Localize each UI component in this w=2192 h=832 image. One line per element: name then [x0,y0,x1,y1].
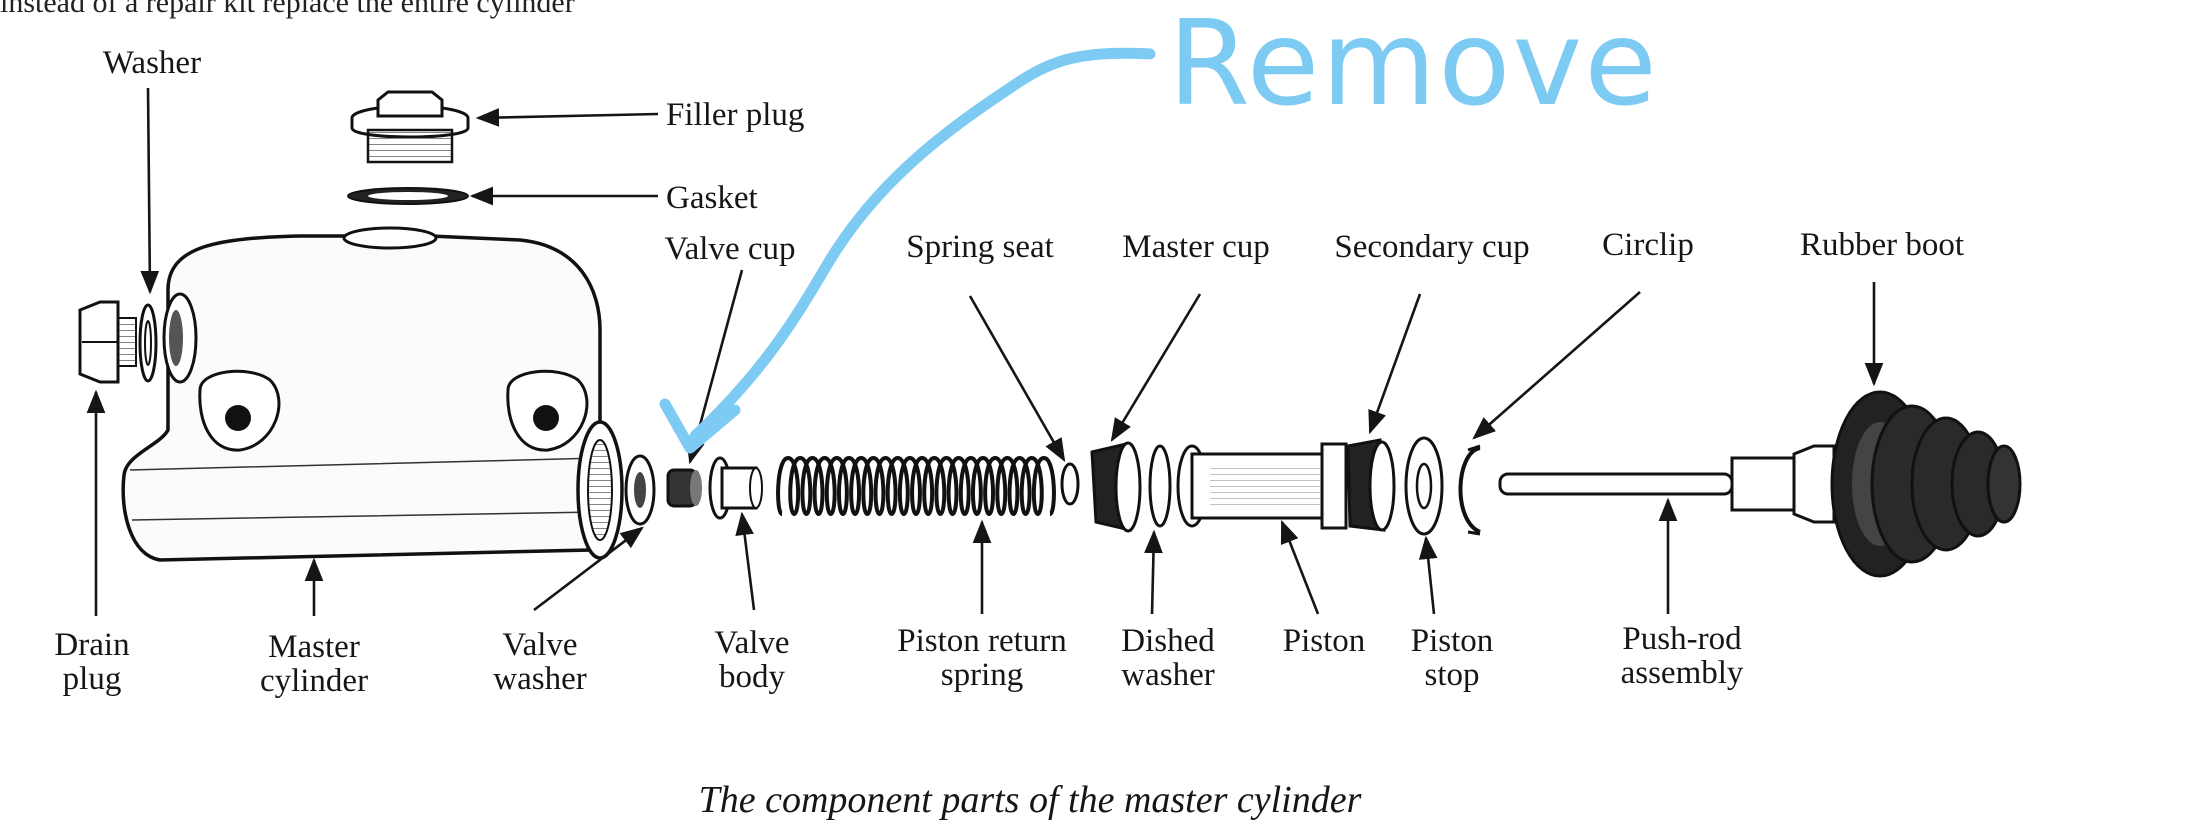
label-push-rod-assembly-line1: Push-rod [1622,621,1742,657]
spring-seat-part [1060,462,1080,506]
leader-dished-washer [1144,529,1163,615]
filler-plug-part [350,90,470,164]
label-piston-stop-line1: Piston [1410,623,1494,659]
label-valve-washer: Valve washer [493,628,586,696]
valve-cup-part [666,468,702,508]
leader-piston-stop [1418,535,1438,615]
washer-part [138,303,158,383]
drain-plug-part [78,300,137,384]
label-filler-plug: Filler plug [666,97,805,133]
label-valve-washer-line2: washer [493,661,587,697]
leader-piston [1280,519,1320,615]
label-valve-cup: Valve cup [664,231,796,267]
label-piston-stop-line2: stop [1424,657,1480,693]
cropped-top-text: instead of a repair kit replace the enti… [0,0,575,19]
secondary-cup-part [1346,438,1396,532]
label-push-rod-assembly-line2: assembly [1620,655,1744,691]
figure-caption: The component parts of the master cylind… [698,779,1362,821]
label-drain-plug-line1: Drain [54,627,130,663]
label-valve-washer-line1: Valve [502,627,578,663]
valve-washer-part [624,454,656,526]
leader-valve-body [735,511,756,611]
gasket-part [347,187,469,205]
rubber-boot-part [1830,390,2022,578]
leader-valve-washer [533,526,644,612]
label-master-cylinder: Master cylinder [260,630,368,698]
master-cylinder-part [121,226,624,562]
label-master-cup: Master cup [1122,229,1270,265]
label-piston-return-spring: Piston return spring [897,624,1067,692]
piston-stop-part [1404,436,1444,536]
leader-master-cup [1110,293,1202,443]
label-drain-plug-line2: plug [62,661,122,697]
label-gasket: Gasket [666,180,758,216]
leader-circlip [1472,291,1641,440]
label-secondary-cup: Secondary cup [1334,229,1530,265]
label-washer: Washer [102,45,202,81]
master-cup-part [1090,441,1142,533]
label-spring-seat: Spring seat [906,229,1054,265]
label-dished-washer: Dished washer [1121,624,1215,692]
label-dished-washer-line1: Dished [1121,623,1215,659]
leader-secondary-cup [1368,293,1422,435]
label-rubber-boot: Rubber boot [1799,227,1965,263]
label-dished-washer-line2: washer [1121,657,1215,693]
valve-body-part [708,456,763,520]
label-valve-body: Valve body [714,626,789,694]
label-drain-plug: Drain plug [54,628,129,696]
label-piston-return-spring-line1: Piston return [897,623,1067,659]
label-master-cylinder-line1: Master [268,629,360,665]
label-valve-body-line1: Valve [714,625,790,661]
piston-return-spring-part [776,455,1056,517]
label-master-cylinder-line2: cylinder [259,663,369,699]
dished-washer-part [1148,444,1172,528]
leader-filler-plug [475,108,659,127]
piston-part [1176,442,1348,530]
leader-spring-seat [968,295,1066,463]
label-piston: Piston [1282,623,1366,659]
label-valve-body-line2: body [718,659,785,695]
circlip-part [1458,444,1482,536]
label-piston-return-spring-line2: spring [940,657,1024,693]
push-rod-assembly-part [1498,444,1836,524]
remove-annotation-arrow [659,47,1156,454]
label-circlip: Circlip [1602,227,1694,263]
label-push-rod-assembly: Push-rod assembly [1621,622,1744,690]
remove-annotation-text: Remove [1168,0,1659,132]
label-piston-stop: Piston stop [1411,624,1494,692]
leader-washer [140,87,160,295]
